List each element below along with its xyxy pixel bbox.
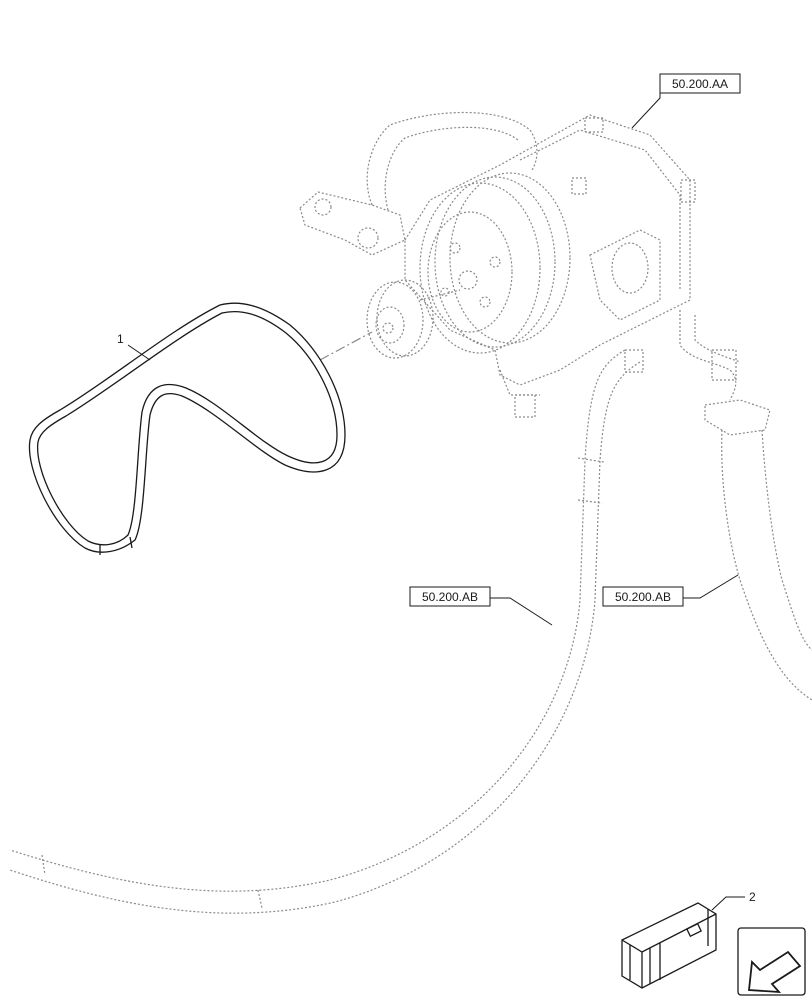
compressor-assembly xyxy=(299,111,696,418)
hose-left xyxy=(9,349,644,914)
leader-callout-2 xyxy=(711,896,745,911)
ref-label-hose-left: 50.200.AB xyxy=(422,590,478,604)
leader-ref-hose-left xyxy=(490,597,553,626)
leader-ref-compressor xyxy=(631,85,661,129)
parts-kit-box-icon xyxy=(621,902,717,989)
idler-pulley xyxy=(366,279,461,359)
ref-label-hose-right: 50.200.AB xyxy=(615,590,671,604)
ref-box-compressor[interactable]: 50.200.AA xyxy=(659,73,741,94)
ref-box-hose-right[interactable]: 50.200.AB xyxy=(602,586,684,607)
belt-centerline xyxy=(319,331,373,361)
callout-2: 2 xyxy=(749,890,756,904)
hose-right xyxy=(679,310,812,701)
previous-view-arrow-icon[interactable] xyxy=(737,927,806,996)
leader-ref-hose-right xyxy=(682,574,739,599)
drive-belt xyxy=(28,302,346,555)
ref-box-hose-left[interactable]: 50.200.AB xyxy=(409,586,491,607)
leader-callout-1 xyxy=(127,344,151,361)
callout-1: 1 xyxy=(117,332,124,346)
ref-label-compressor: 50.200.AA xyxy=(672,77,728,91)
